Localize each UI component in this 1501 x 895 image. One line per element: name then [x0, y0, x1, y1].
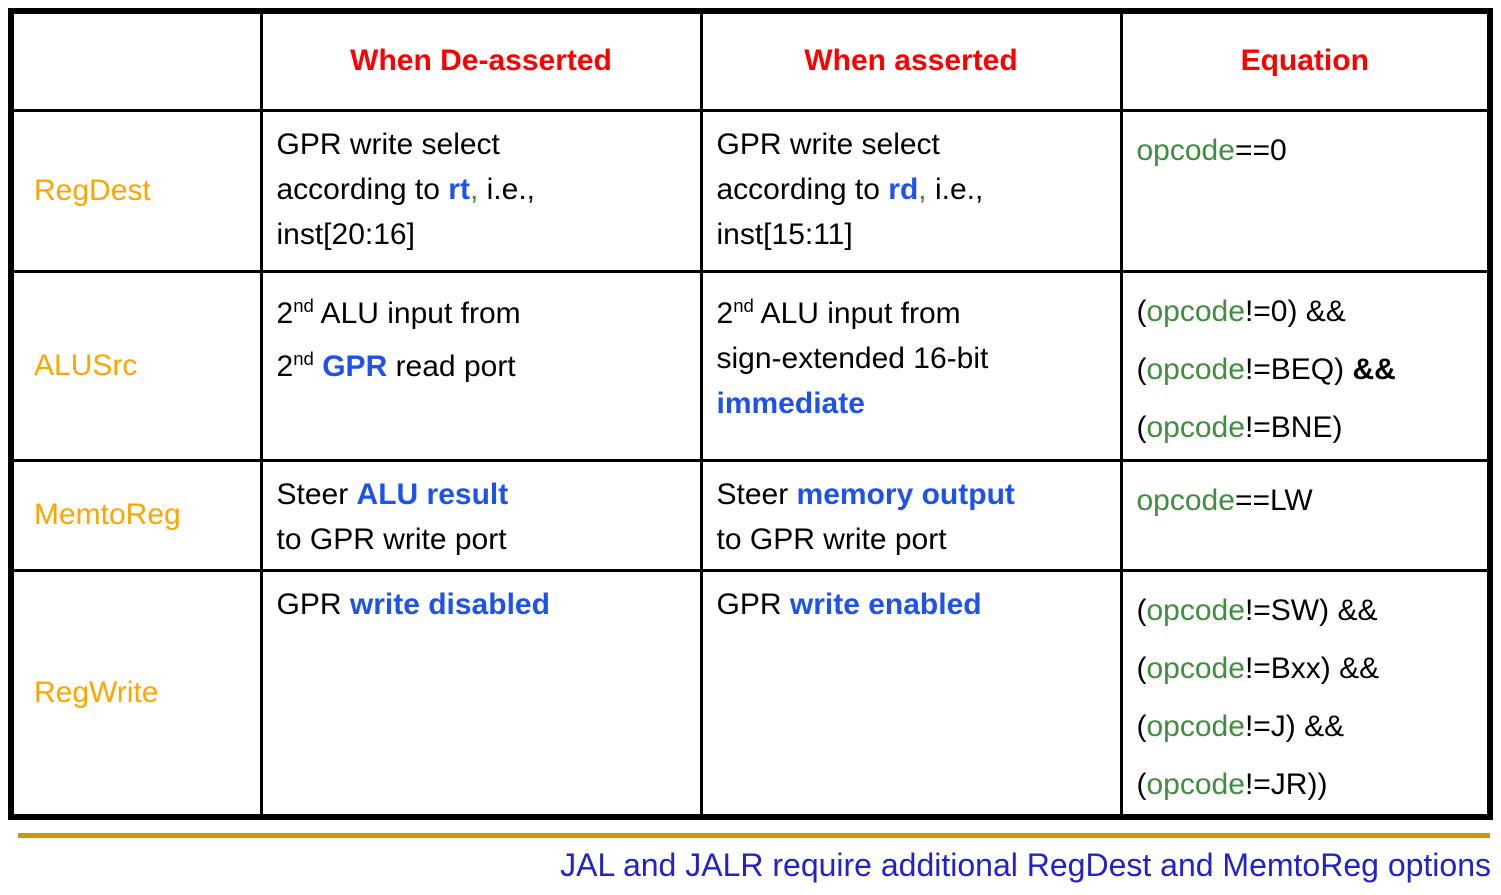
footer-note: JAL and JALR require additional RegDest …: [560, 847, 1491, 883]
header-when-asserted: When asserted: [699, 9, 1123, 112]
signal-label-alusrc: ALUSrc: [9, 269, 263, 462]
cell-regwrite-equation: (opcode!=SW) &&(opcode!=Bxx) &&(opcode!=…: [1119, 568, 1492, 818]
header-row: When De-asserted When asserted Equation: [9, 9, 1492, 112]
row-regwrite: RegWrite GPR write disabled GPR write en…: [9, 568, 1492, 818]
signal-label-regdest: RegDest: [9, 108, 263, 273]
header-empty: [9, 9, 263, 112]
signal-label-memtoreg: MemtoReg: [9, 458, 263, 572]
footer-divider-rule: [18, 833, 1490, 838]
header-equation: Equation: [1119, 9, 1492, 112]
control-signals-table: When De-asserted When asserted Equation …: [8, 8, 1493, 820]
cell-memtoreg-equation: opcode==LW: [1119, 458, 1492, 572]
cell-alusrc-equation: (opcode!=0) &&(opcode!=BEQ) &&(opcode!=B…: [1119, 269, 1492, 462]
cell-regwrite-deasserted: GPR write disabled: [259, 568, 703, 818]
header-when-deasserted: When De-asserted: [259, 9, 703, 112]
cell-regdest-equation: opcode==0: [1119, 108, 1492, 273]
signal-label-regwrite: RegWrite: [9, 568, 263, 818]
cell-regwrite-asserted: GPR write enabled: [699, 568, 1123, 818]
